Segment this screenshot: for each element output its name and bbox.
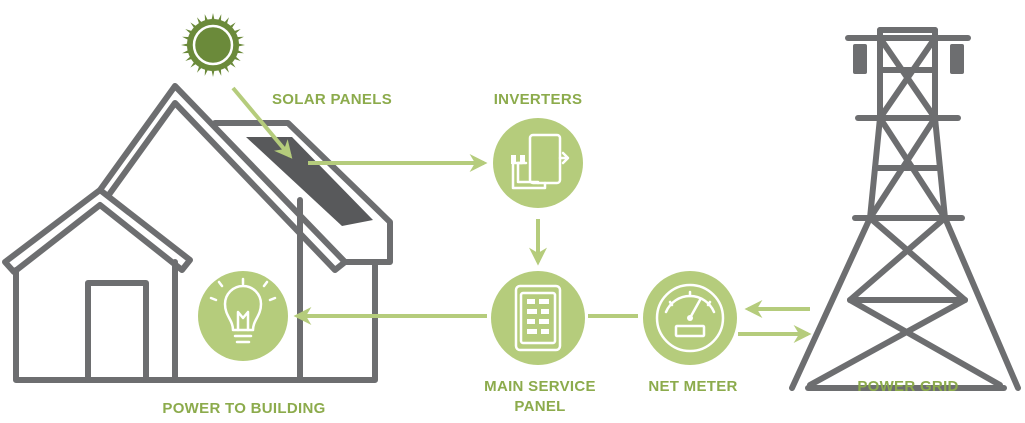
sun-ray bbox=[232, 55, 241, 61]
sun-ray bbox=[235, 36, 244, 41]
sun-ray bbox=[211, 13, 215, 22]
sun-ray bbox=[190, 22, 198, 30]
sun-ray bbox=[182, 49, 191, 54]
house-outline bbox=[2, 83, 393, 383]
sun-ray bbox=[182, 36, 191, 41]
power-to-building-label: POWER TO BUILDING bbox=[162, 400, 325, 417]
sun-ray bbox=[204, 14, 209, 23]
service-panel-icon bbox=[491, 271, 585, 365]
sun-ray bbox=[185, 55, 194, 61]
inverter-icon bbox=[493, 118, 583, 208]
inverters-label: INVERTERS bbox=[494, 91, 583, 108]
power-grid-label: POWER GRID bbox=[857, 378, 958, 395]
sun-ray bbox=[223, 17, 229, 26]
solar-panel-array bbox=[246, 137, 373, 226]
sun-ray bbox=[223, 64, 229, 73]
main-service-panel-label-line2: PANEL bbox=[514, 398, 565, 415]
sunlight-arrow bbox=[231, 86, 293, 159]
sun-ray bbox=[211, 68, 215, 77]
sun-ray bbox=[204, 67, 209, 76]
solar-panels-label: SOLAR PANELS bbox=[272, 91, 392, 108]
meter-icon bbox=[643, 271, 737, 365]
sun-ray bbox=[185, 29, 194, 35]
sun-ray bbox=[217, 14, 222, 23]
sun-icon bbox=[181, 13, 245, 77]
sun-ray bbox=[197, 17, 203, 26]
sun-ray bbox=[181, 43, 190, 47]
sun-ray bbox=[217, 67, 222, 76]
sun-ray bbox=[235, 49, 244, 54]
net-meter-label: NET METER bbox=[648, 378, 737, 395]
sun-ray bbox=[228, 60, 236, 68]
sun-ray bbox=[236, 43, 245, 47]
sun-ray bbox=[228, 22, 236, 30]
tower-insulators bbox=[853, 44, 964, 74]
sun-ray bbox=[232, 29, 241, 35]
transmission-tower-icon bbox=[789, 27, 1021, 391]
main-service-panel-label-line1: MAIN SERVICE bbox=[484, 378, 596, 395]
sun-ray bbox=[197, 64, 203, 73]
lightbulb-icon bbox=[198, 271, 288, 361]
sun-ray bbox=[190, 60, 198, 68]
